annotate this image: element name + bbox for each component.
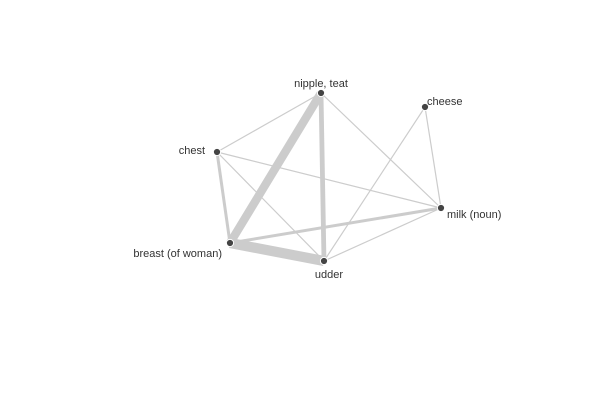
nodes-layer: nipple, teat cheese chest milk (noun) breast… [133,78,501,281]
node-label-chest: chest [179,145,205,157]
edge-chest-udder [216,151,325,262]
node-dot-chest[interactable] [212,147,222,157]
node-label-breast: breast (of woman) [133,248,222,260]
node-dot-udder[interactable] [319,256,329,266]
edge-udder-cheese [323,106,426,262]
edge-nipple-chest [216,92,322,153]
node-nipple[interactable]: nipple, teat [294,78,348,98]
edge-breast-milk [229,206,442,245]
edges-layer [215,90,442,267]
node-dot-breast[interactable] [225,238,235,248]
edge-chest-milk [216,151,442,209]
node-chest[interactable]: chest [179,145,222,157]
node-label-cheese: cheese [427,96,462,108]
node-label-milk: milk (noun) [447,209,501,221]
node-udder[interactable]: udder [315,256,343,281]
node-milk[interactable]: milk (noun) [436,203,501,221]
node-dot-nipple[interactable] [316,88,326,98]
edge-cheese-milk [424,106,442,209]
edge-breast-udder [229,237,325,267]
node-dot-cheese[interactable] [420,102,430,112]
edge-udder-milk [323,207,442,262]
node-breast[interactable]: breast (of woman) [133,238,235,260]
node-label-udder: udder [315,269,343,281]
edge-nipple-milk [320,92,442,209]
node-dot-milk[interactable] [436,203,446,213]
node-label-nipple: nipple, teat [294,78,348,90]
edge-nipple-udder [318,92,327,262]
edge-nipple-breast [226,90,325,246]
node-cheese[interactable]: cheese [420,96,462,112]
edge-breast-chest [215,151,232,244]
